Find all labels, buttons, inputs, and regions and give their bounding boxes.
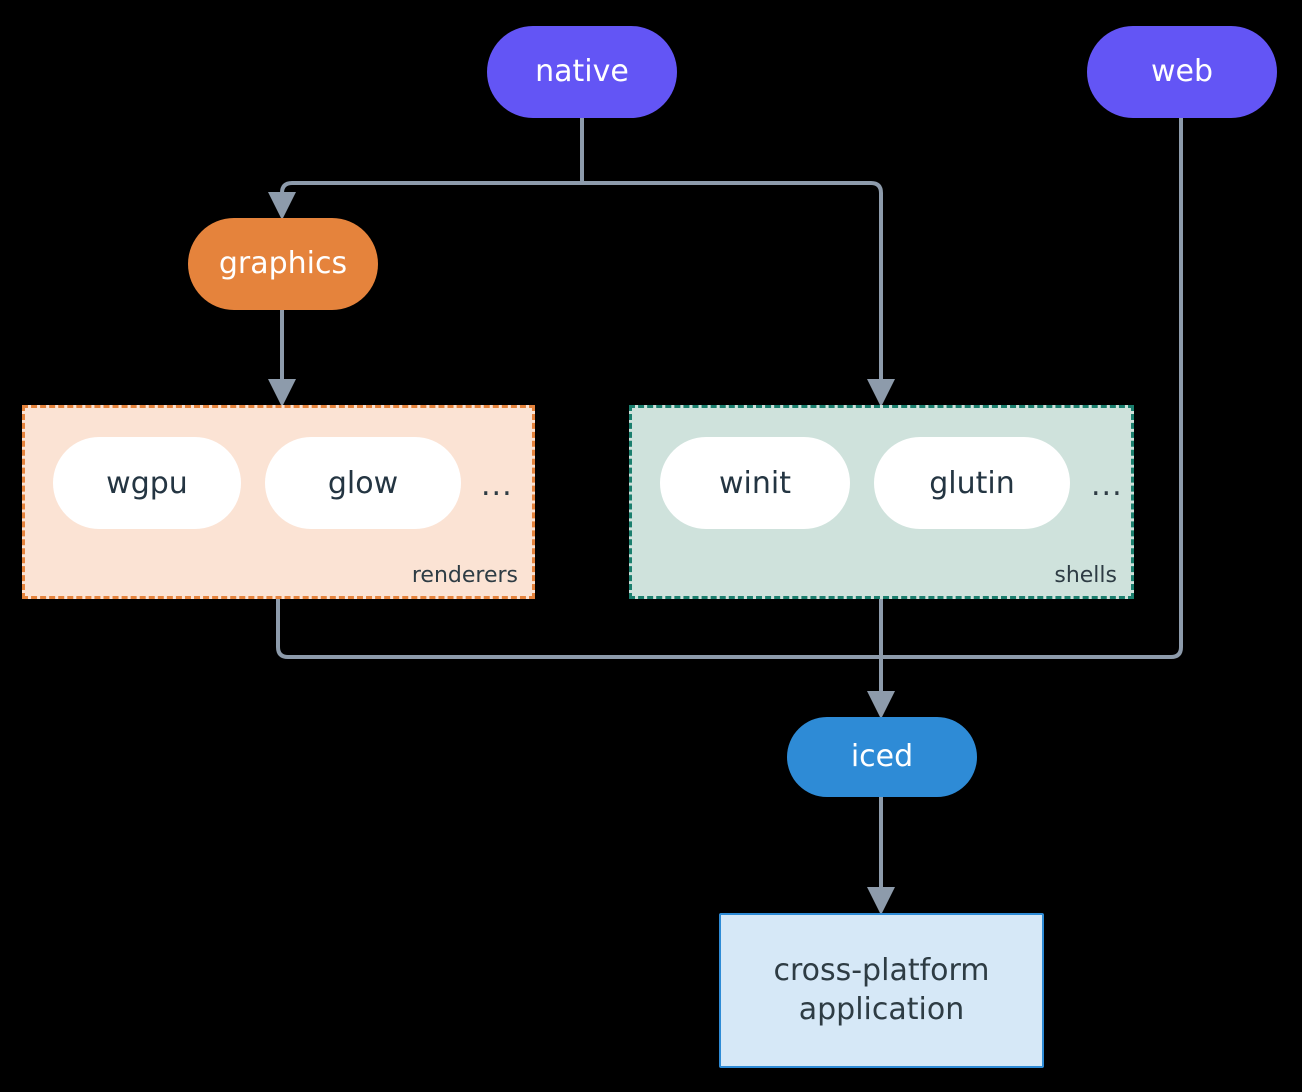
leaf-winit-label: winit	[719, 465, 791, 501]
edge-native-to-graphics	[268, 181, 582, 220]
group-shells: winit glutin ... shells	[629, 405, 1134, 599]
node-application-line1: cross-platform	[773, 953, 990, 989]
node-web-label: web	[1150, 53, 1214, 89]
renderers-more-ellipsis: ...	[481, 468, 513, 503]
leaf-glow[interactable]: glow	[265, 437, 461, 529]
node-native[interactable]: native	[487, 26, 677, 118]
group-renderers: wgpu glow ... renderers	[22, 405, 535, 599]
node-web[interactable]: web	[1087, 26, 1277, 118]
node-application-line2: application	[798, 991, 965, 1027]
node-iced-label: iced	[850, 738, 914, 774]
edge-renderers-to-iced	[276, 599, 881, 659]
leaf-wgpu-label: wgpu	[106, 465, 188, 501]
node-native-label: native	[535, 53, 629, 89]
leaf-wgpu[interactable]: wgpu	[53, 437, 241, 529]
group-renderers-label: renderers	[411, 563, 518, 588]
node-iced[interactable]: iced	[787, 717, 977, 797]
leaf-glow-label: glow	[327, 465, 399, 501]
leaf-glutin[interactable]: glutin	[874, 437, 1070, 529]
node-graphics-label: graphics	[218, 245, 348, 281]
group-shells-label: shells	[1054, 563, 1117, 588]
shells-more-ellipsis: ...	[1091, 468, 1123, 503]
node-application[interactable]: cross-platform application	[719, 913, 1044, 1068]
edge-native-to-shells	[582, 181, 895, 407]
leaf-winit[interactable]: winit	[660, 437, 850, 529]
node-graphics[interactable]: graphics	[188, 218, 378, 310]
leaf-glutin-label: glutin	[929, 465, 1015, 501]
